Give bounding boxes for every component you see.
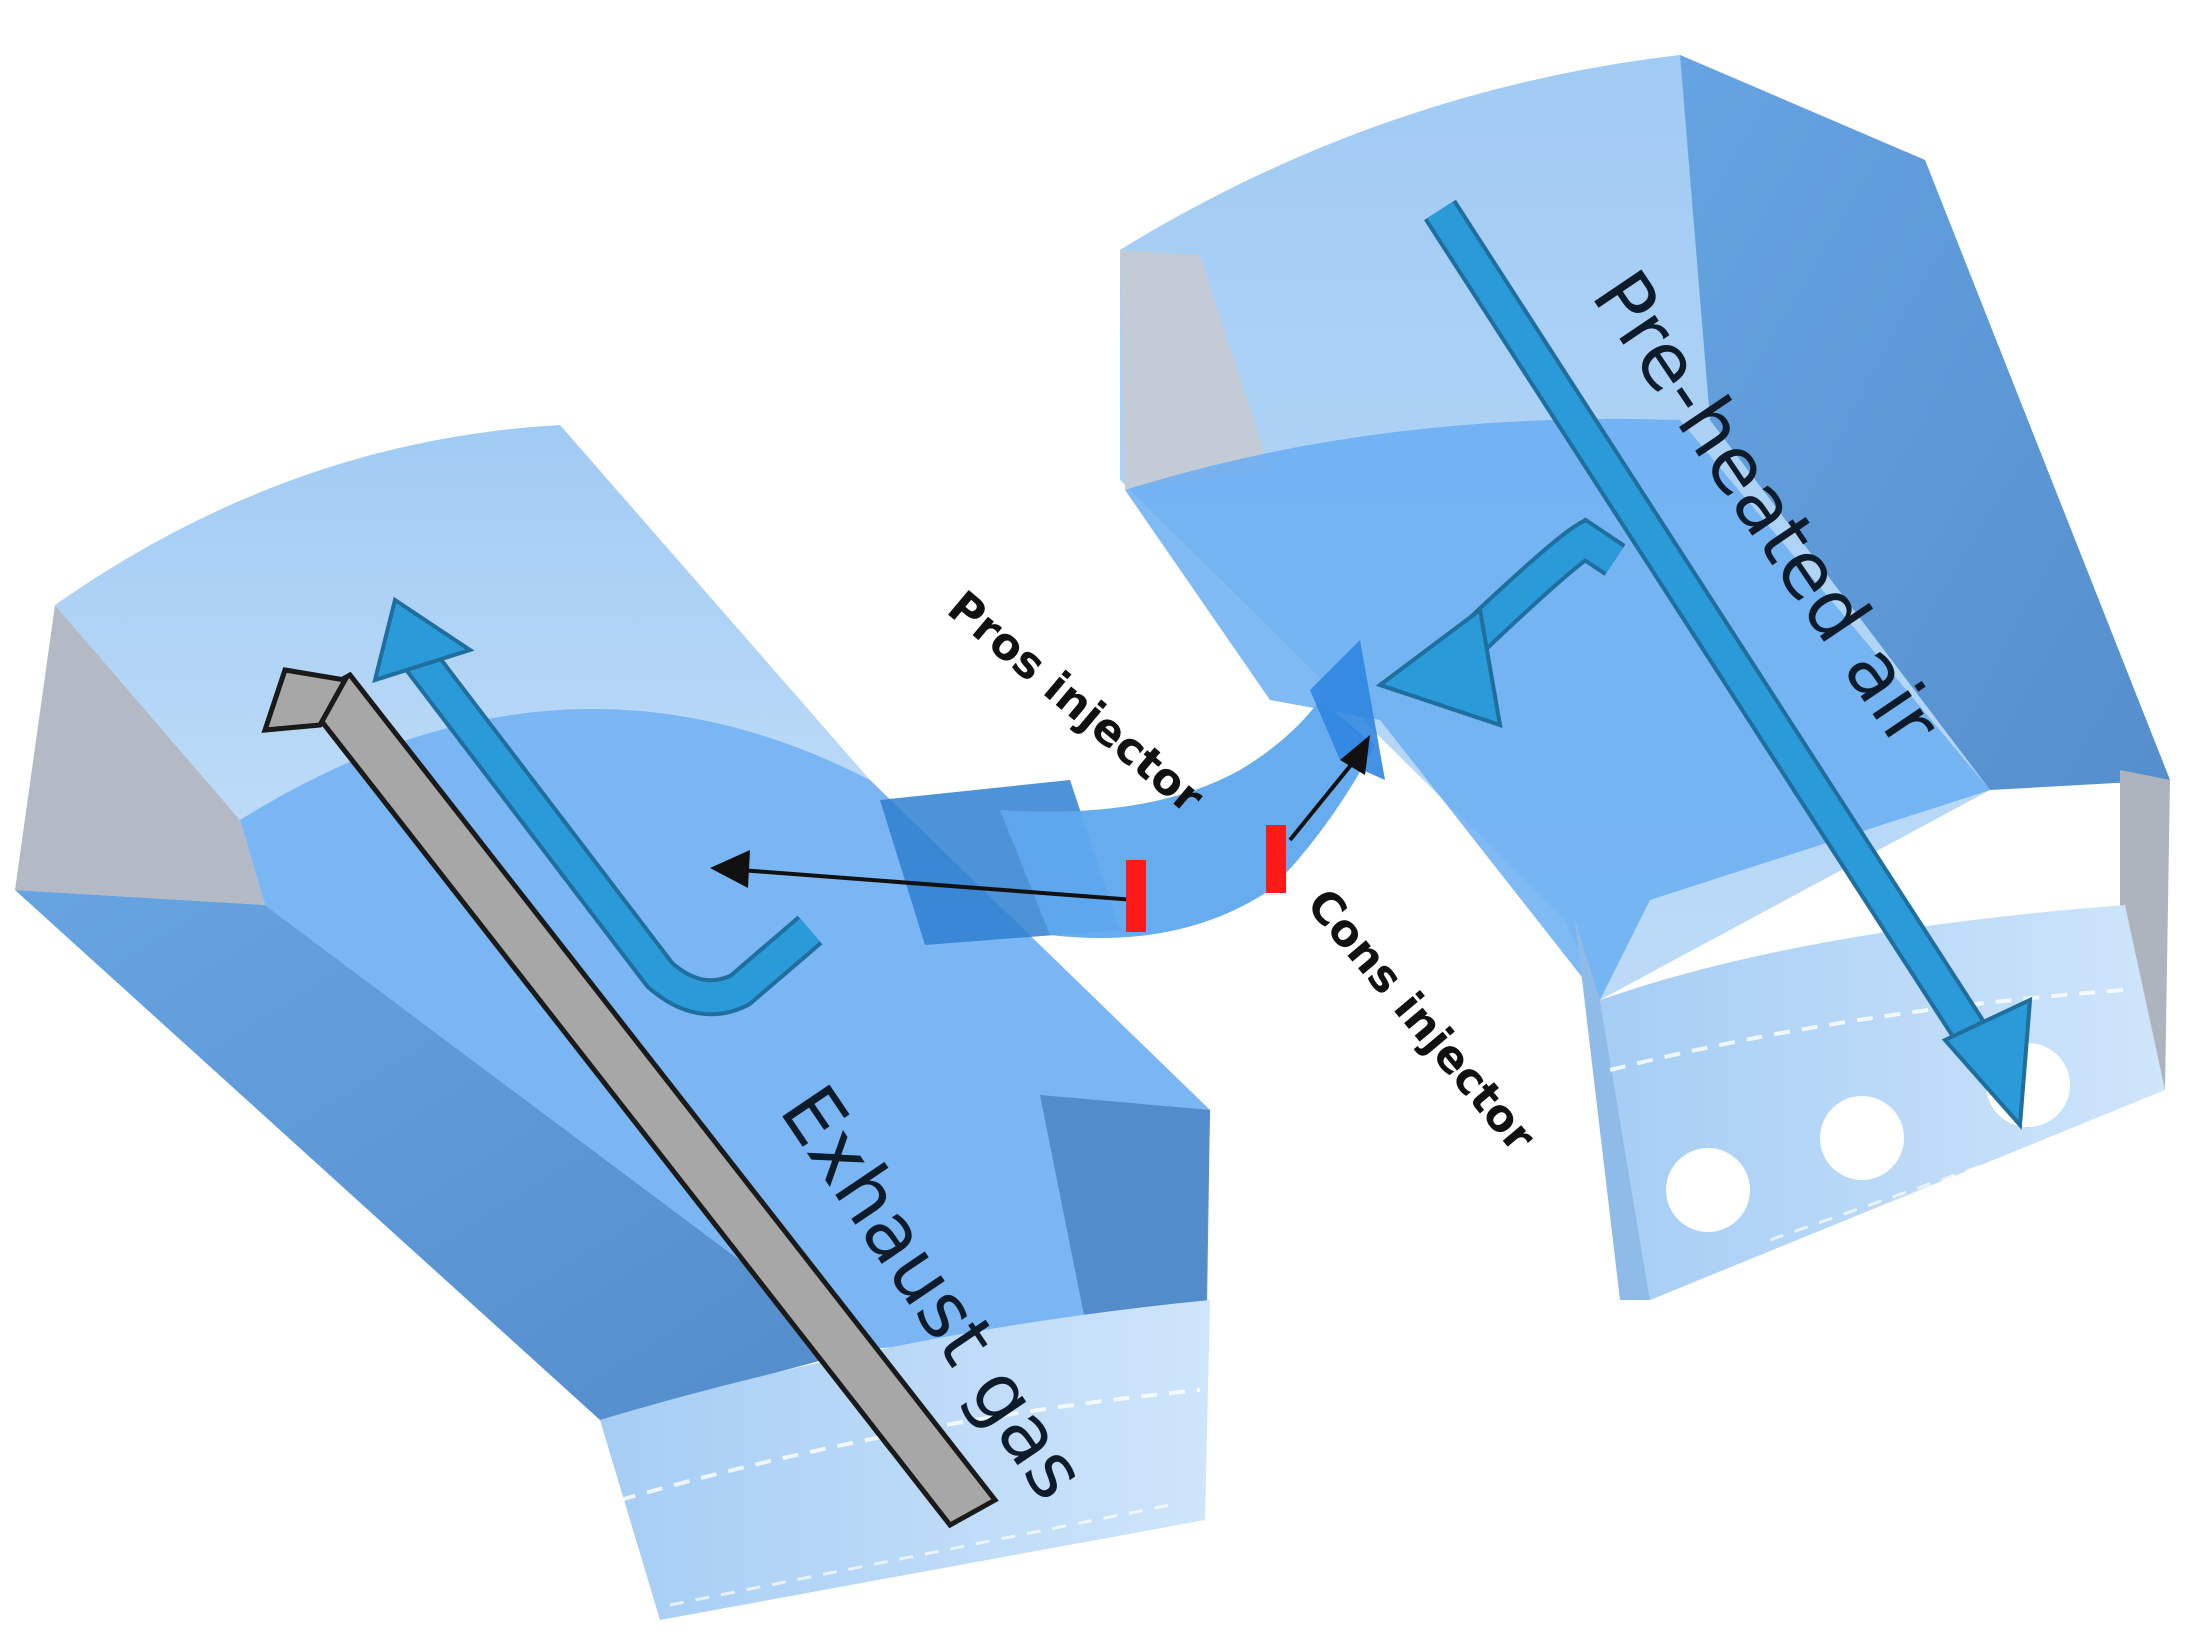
branch-flow-arrow (1375, 517, 1626, 728)
preheated-air-arrow (1424, 199, 2033, 1130)
right-channel-lower-side (1575, 920, 1650, 1300)
duct-tube (1000, 700, 1375, 938)
cons-injector-label: Cons injector (1297, 879, 1546, 1162)
left-channel-side-face (15, 890, 860, 1420)
right-channel-left-edge (1120, 250, 1270, 490)
pros-injector-marker (1126, 860, 1146, 932)
right-channel-side-face (1680, 55, 2170, 790)
right-channel-dash-line (1609, 988, 2126, 1072)
cons-injector-marker (1266, 825, 1286, 893)
left-channel-left-edge (15, 605, 265, 905)
injector-lines (710, 735, 1370, 902)
connecting-duct (880, 640, 1385, 945)
outlet-hole (1666, 1148, 1750, 1232)
preheated-air-channel (1120, 55, 2170, 1300)
right-channel-dash-line-2 (1769, 1108, 2141, 1242)
outlet-hole (1820, 1096, 1904, 1180)
exhaust-flow-arrow (372, 596, 823, 1017)
pros-injector-label: Pros injector (938, 581, 1213, 823)
left-channel-dash-line-2 (669, 1503, 1171, 1607)
exhaust-gas-arrow (261, 667, 999, 1529)
left-channel-top-face (55, 425, 870, 820)
right-channel-body (1125, 418, 1990, 1000)
